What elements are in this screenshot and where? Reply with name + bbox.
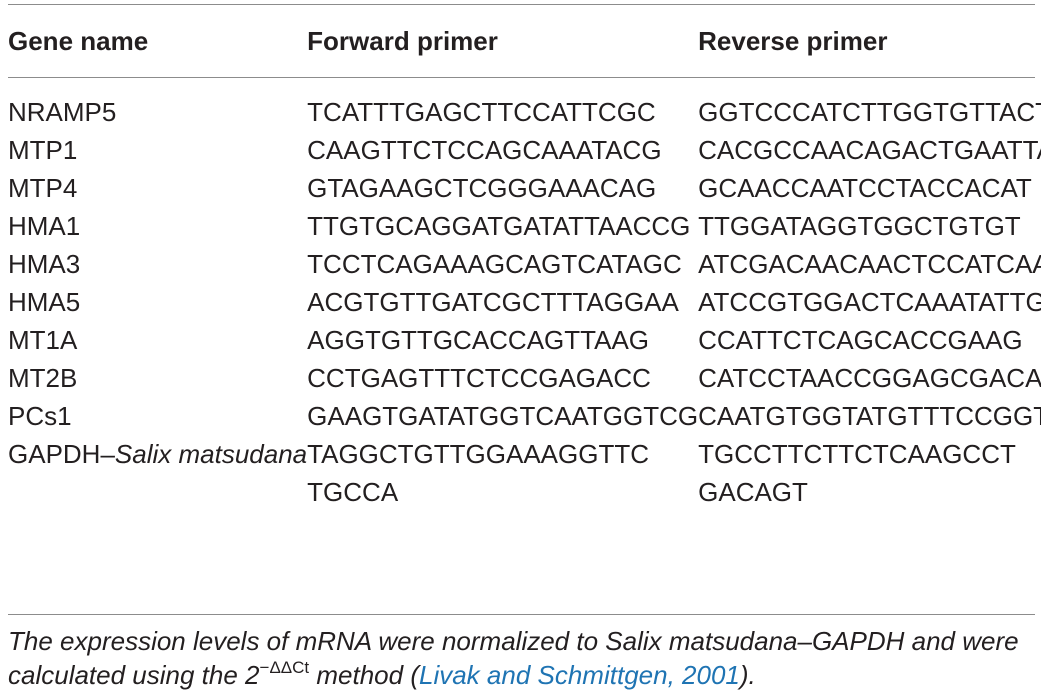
- footnote-text-middle: method (: [309, 660, 419, 690]
- reverse-primer-cell: CAATGTGGTATGTTTCCGGT: [698, 401, 1041, 431]
- table-bottom-rule: [8, 614, 1035, 615]
- reverse-primer-cell: CACGCCAACAGACTGAATTA: [698, 135, 1041, 165]
- footnote-text: The expression levels of mRNA were norma…: [8, 626, 1019, 690]
- header-reverse-primer: Reverse primer: [698, 26, 888, 56]
- reverse-primer-cell: GCAACCAATCCTACCACAT: [698, 173, 1032, 203]
- footnote-superscript: −ΔΔCt: [259, 658, 310, 677]
- forward-primer-line-2: TGCCA: [307, 477, 399, 507]
- forward-primer-cell: TTGTGCAGGATGATATTAACCG: [307, 211, 691, 241]
- table-row: MT1A AGGTGTTGCACCAGTTAAG CCATTCTCAGCACCG…: [8, 321, 1041, 359]
- gene-cell: HMA1: [8, 211, 81, 241]
- table-top-rule: [8, 4, 1035, 5]
- table-row: HMA1 TTGTGCAGGATGATATTAACCG TTGGATAGGTGG…: [8, 207, 1041, 245]
- gene-prefix: GAPDH–: [8, 439, 115, 469]
- reverse-primer-line-2: GACAGT: [698, 477, 808, 507]
- forward-primer-line-1: TAGGCTGTTGGAAAGGTTC: [307, 439, 650, 469]
- forward-primer-cell: ACGTGTTGATCGCTTTAGGAA: [307, 287, 679, 317]
- table-row: PCs1 GAAGTGATATGGTCAATGGTCG CAATGTGGTATG…: [8, 397, 1041, 435]
- forward-primer-cell: CCTGAGTTTCTCCGAGACC: [307, 363, 651, 393]
- reverse-primer-cell: ATCCGTGGACTCAAATATTGG: [698, 287, 1041, 317]
- primer-table: Gene name Forward primer Reverse primer …: [8, 0, 1041, 511]
- gene-cell: PCs1: [8, 401, 72, 431]
- gene-cell: GAPDH–Salix matsudana: [8, 435, 307, 511]
- table-row: MT2B CCTGAGTTTCTCCGAGACC CATCCTAACCGGAGC…: [8, 359, 1041, 397]
- gene-cell: NRAMP5: [8, 97, 117, 127]
- header-gene-name: Gene name: [8, 26, 149, 56]
- header-forward-primer: Forward primer: [307, 26, 498, 56]
- gene-cell: MTP4: [8, 173, 78, 203]
- citation-link[interactable]: Livak and Schmittgen, 2001: [418, 660, 740, 690]
- reverse-primer-cell: CATCCTAACCGGAGCGACA: [698, 363, 1041, 393]
- table-footnote: The expression levels of mRNA were norma…: [8, 624, 1038, 692]
- forward-primer-cell: GTAGAAGCTCGGGAAACAG: [307, 173, 657, 203]
- reverse-primer-cell: ATCGACAACAACTCCATCAAT: [698, 249, 1041, 279]
- reverse-primer-cell: TGCCTTCTTCTCAAGCCT GACAGT: [698, 435, 1041, 511]
- reverse-primer-cell: TTGGATAGGTGGCTGTGT: [698, 211, 1021, 241]
- table-row: NRAMP5 TCATTTGAGCTTCCATTCGC GGTCCCATCTTG…: [8, 80, 1041, 131]
- gene-cell: HMA3: [8, 249, 81, 279]
- table-row: MTP4 GTAGAAGCTCGGGAAACAG GCAACCAATCCTACC…: [8, 169, 1041, 207]
- forward-primer-cell: GAAGTGATATGGTCAATGGTCG: [307, 401, 699, 431]
- table-row: MTP1 CAAGTTCTCCAGCAAATACG CACGCCAACAGACT…: [8, 131, 1041, 169]
- forward-primer-cell: CAAGTTCTCCAGCAAATACG: [307, 135, 662, 165]
- forward-primer-cell: AGGTGTTGCACCAGTTAAG: [307, 325, 650, 355]
- table-row: HMA5 ACGTGTTGATCGCTTTAGGAA ATCCGTGGACTCA…: [8, 283, 1041, 321]
- table-header-rule: [8, 77, 1035, 78]
- reverse-primer-line-1: TGCCTTCTTCTCAAGCCT: [698, 439, 1016, 469]
- reverse-primer-cell: CCATTCTCAGCACCGAAG: [698, 325, 1023, 355]
- footnote-text-end: ).: [739, 660, 756, 690]
- gene-cell: MT2B: [8, 363, 78, 393]
- gene-cell: MT1A: [8, 325, 78, 355]
- forward-primer-cell: TCATTTGAGCTTCCATTCGC: [307, 97, 656, 127]
- table-header-row: Gene name Forward primer Reverse primer: [8, 0, 1041, 80]
- table-row-gapdh: GAPDH–Salix matsudana TAGGCTGTTGGAAAGGTT…: [8, 435, 1041, 511]
- forward-primer-cell: TCCTCAGAAAGCAGTCATAGC: [307, 249, 682, 279]
- reverse-primer-cell: GGTCCCATCTTGGTGTTACT: [698, 97, 1041, 127]
- table-row: HMA3 TCCTCAGAAAGCAGTCATAGC ATCGACAACAACT…: [8, 245, 1041, 283]
- gene-cell: MTP1: [8, 135, 78, 165]
- forward-primer-cell: TAGGCTGTTGGAAAGGTTC TGCCA: [307, 435, 698, 511]
- gene-cell: HMA5: [8, 287, 81, 317]
- gene-species-italic: Salix matsudana: [114, 439, 308, 469]
